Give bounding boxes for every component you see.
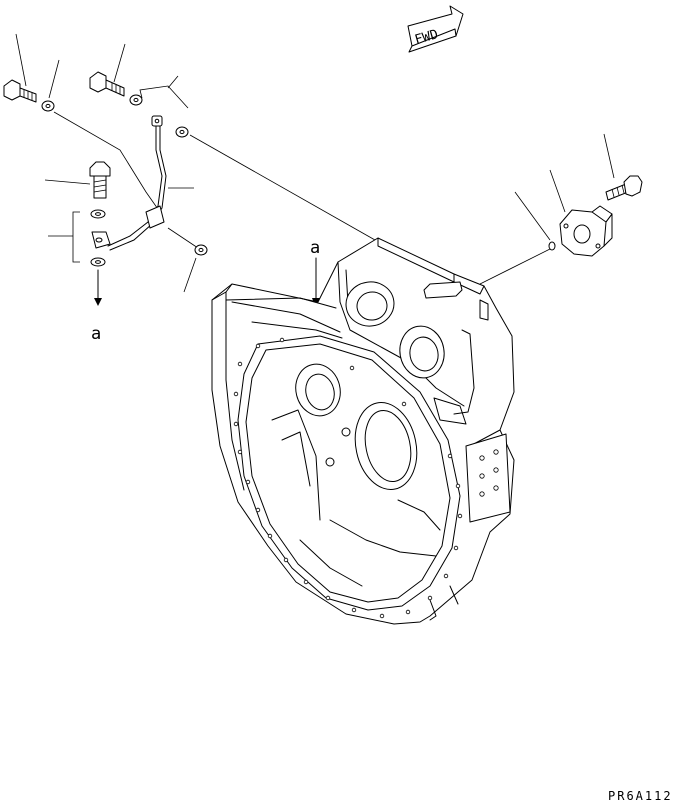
bolt-2: [89, 71, 125, 97]
bolt-3: [89, 161, 111, 199]
bolt-4: [605, 175, 643, 201]
bolt-hole-ring: [233, 337, 463, 619]
leader-lines: [15, 33, 615, 293]
fwd-label: FWD: [413, 27, 440, 48]
washer-1: [41, 100, 55, 112]
fwd-arrow: FWD: [407, 5, 464, 53]
washer-2: [129, 94, 143, 106]
alignment-lines: [53, 111, 553, 285]
oil-tube: [91, 115, 167, 251]
drawing-code: PR6A112: [608, 789, 673, 803]
flywheel-housing: [211, 237, 515, 625]
cover-plate: [559, 205, 613, 257]
washer-6: [194, 244, 208, 256]
reference-arrow-left: a: [91, 269, 102, 344]
washer-5: [90, 257, 106, 267]
reference-arrow-upper: a: [310, 238, 320, 308]
reference-label-upper: a: [310, 238, 320, 258]
washer-3: [175, 126, 189, 138]
washer-4: [90, 209, 106, 219]
dowel-pin: [548, 241, 556, 251]
reference-label-left: a: [91, 324, 101, 344]
bolt-1: [3, 79, 37, 103]
